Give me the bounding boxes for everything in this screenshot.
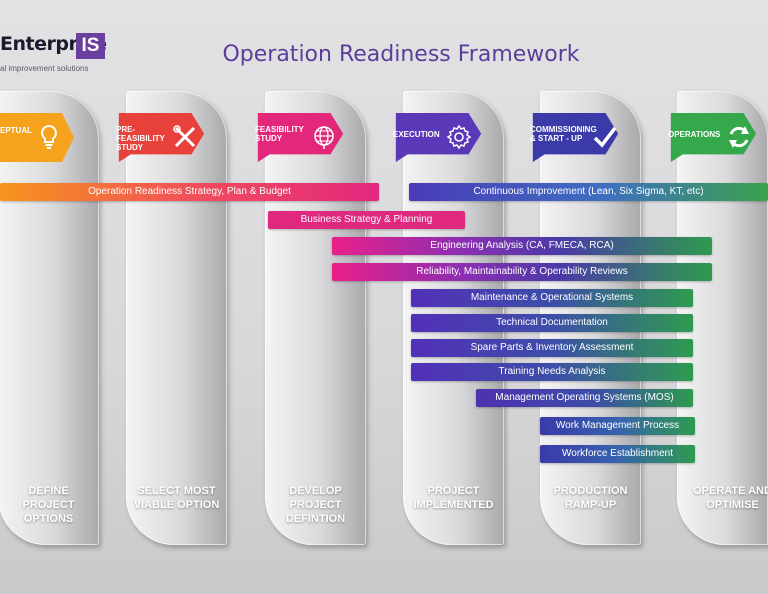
stage-commissioning: COMMISSIONING & START - UP <box>525 113 626 162</box>
stage-execution: EXECUTION <box>388 113 489 162</box>
bar-operation-readiness-strategy: Operation Readiness Strategy, Plan & Bud… <box>0 183 379 201</box>
column-select-most-viable-option: SELECT MOST VIABLE OPTION <box>126 91 227 545</box>
column-define-project-options: DEFINE PROJECT OPTIONS <box>0 91 99 545</box>
checkmark-icon <box>593 126 617 148</box>
column-label: OPERATE AND OPTIMISE <box>693 485 768 511</box>
column-label: SELECT MOST VIABLE OPTION <box>133 485 220 511</box>
stage-label: EXECUTION <box>393 130 440 139</box>
column-develop-project-definition: DEVELOP PROJECT DEFINTION <box>265 91 366 545</box>
stage-conceptual: EPTUAL <box>0 113 74 162</box>
bar-reliability-reviews: Reliability, Maintainability & Operabili… <box>332 263 712 281</box>
column-label: PRODUCTION RAMP-UP <box>553 485 628 511</box>
stage-label: OPERATIONS <box>668 130 721 139</box>
globe-icon <box>314 126 334 149</box>
stage-arrow-shape <box>118 113 205 162</box>
stage-arrow-shape <box>395 113 482 162</box>
stage-label: EPTUAL <box>0 126 32 135</box>
column-label: PROJECT IMPLEMENTED <box>413 485 494 511</box>
bar-workforce-establishment: Workforce Establishment <box>540 445 695 463</box>
stage-feasibility: FEASIBILITY STUDY <box>250 113 351 162</box>
bar-technical-documentation: Technical Documentation <box>411 314 693 332</box>
tools-icon <box>173 125 196 148</box>
column-label: DEVELOP PROJECT DEFINTION <box>285 485 346 525</box>
stage-label: COMMISSIONING & START - UP <box>530 125 597 143</box>
bar-training-needs-analysis: Training Needs Analysis <box>411 363 693 381</box>
stage-operations: OPERATIONS <box>663 113 764 162</box>
logo-tagline: al improvement solutions <box>0 64 89 73</box>
bar-business-strategy-planning: Business Strategy & Planning <box>268 211 465 229</box>
bar-maintenance-operational-systems: Maintenance & Operational Systems <box>411 289 693 307</box>
stage-label: FEASIBILITY STUDY <box>255 125 304 143</box>
stage-arrow-shape <box>670 113 757 162</box>
bar-spare-parts-inventory: Spare Parts & Inventory Assessment <box>411 339 693 357</box>
bar-work-management-process: Work Management Process <box>540 417 695 435</box>
bar-management-operating-systems: Management Operating Systems (MOS) <box>476 389 693 407</box>
refresh-icon <box>729 126 749 148</box>
stage-arrow-shape <box>0 113 74 162</box>
logo-badge: IS <box>76 33 105 59</box>
bar-engineering-analysis: Engineering Analysis (CA, FMECA, RCA) <box>332 237 712 255</box>
gear-icon <box>446 124 472 150</box>
stage-arrow-shape <box>532 113 619 162</box>
stage-arrow-shape <box>257 113 344 162</box>
page-title: Operation Readiness Framework <box>222 42 580 67</box>
stage-pre-feasibility: PRE- FEASIBILITY STUDY <box>111 113 212 162</box>
bar-continuous-improvement: Continuous Improvement (Lean, Six Sigma,… <box>409 183 768 201</box>
stage-label: PRE- FEASIBILITY STUDY <box>116 125 165 152</box>
column-label: DEFINE PROJECT OPTIONS <box>22 485 75 525</box>
lightbulb-icon <box>41 124 57 149</box>
